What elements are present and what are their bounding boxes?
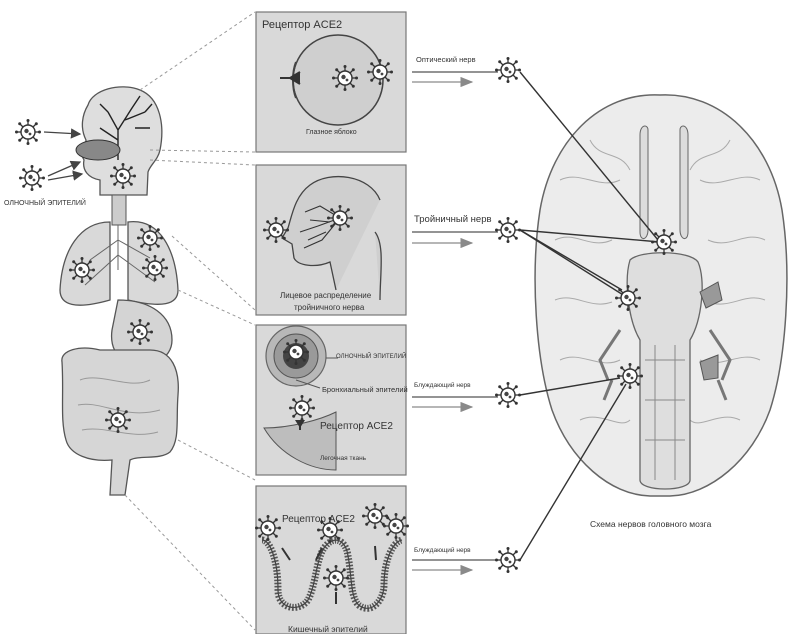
virus-icon <box>495 57 521 83</box>
intestine-caption: Кишечный эпителий <box>288 624 368 634</box>
trigeminal-nerve-label: Тройничный нерв <box>414 214 492 225</box>
virus-icon <box>323 565 349 591</box>
brain-illustration: Схема нервов головного мозга <box>520 72 787 560</box>
virus-icon <box>142 255 168 281</box>
vagus-nerve-label-2: Блуждающий нерв <box>414 546 471 554</box>
virus-icon <box>615 285 641 311</box>
olfactory-bulb <box>640 126 648 239</box>
virus-icon <box>15 119 41 145</box>
eye-caption: Глазное яблоко <box>306 128 357 136</box>
body-side-label: ОЛНОЧНЫЙ ЭПИТЕЛИЙ <box>4 198 86 207</box>
panel-lung: ОЛНОЧНЫЙ ЭПИТЕЛИЙ Бронхиальный эпителий … <box>256 325 408 475</box>
eye-receptor-label: Рецептор ACE2 <box>262 19 342 31</box>
virus-icon <box>495 547 521 573</box>
face-caption-line2: тройничного нерва <box>294 303 365 312</box>
virus-icon <box>495 217 521 243</box>
virus-icon <box>495 382 521 408</box>
lung-label-top: ОЛНОЧНЫЙ ЭПИТЕЛИЙ <box>336 352 406 360</box>
virus-icon <box>332 65 358 91</box>
brain-caption: Схема нервов головного мозга <box>590 519 712 529</box>
vagus-nerve-label-1: Блуждающий нерв <box>414 381 471 389</box>
human-body-illustration: ОЛНОЧНЫЙ ЭПИТЕЛИЙ <box>4 87 178 495</box>
virus-icon <box>255 515 281 541</box>
lung-tissue-label: Легочная ткань <box>320 455 367 462</box>
nerve-pathways: Оптический нерв Тройничный нерв Блуждающ… <box>412 55 521 573</box>
intestine-receptor-label: Рецептор ACE2 <box>282 514 355 525</box>
virus-icon <box>617 363 643 389</box>
virus-icon <box>137 225 163 251</box>
lung-bronchial-label: Бронхиальный эпителий <box>322 385 408 394</box>
lung-receptor-label: Рецептор ACE2 <box>320 421 393 432</box>
virus-icon <box>651 229 677 255</box>
virus-icon <box>327 205 353 231</box>
nasal-cavity <box>76 140 120 160</box>
olfactory-bulb <box>680 126 688 239</box>
virus-icon <box>263 217 289 243</box>
virus-icon <box>105 407 131 433</box>
panel-eye: Рецептор ACE2 Глазное яблоко <box>256 12 406 152</box>
virus-icon <box>367 59 393 85</box>
virus-icon <box>110 163 136 189</box>
virus-icon <box>19 165 45 191</box>
virus-icon <box>69 257 95 283</box>
virus-icon <box>127 319 153 345</box>
virus-icon <box>383 513 409 539</box>
face-caption-line1: Лицевое распределение <box>280 291 372 300</box>
virus-icon <box>289 395 315 421</box>
panel-intestine: Рецептор ACE2 Кишечный эпителий <box>255 486 409 634</box>
optic-nerve-label: Оптический нерв <box>416 55 476 64</box>
virus-icon <box>283 339 309 365</box>
panel-face: Лицевое распределение тройничного нерва <box>256 165 406 315</box>
